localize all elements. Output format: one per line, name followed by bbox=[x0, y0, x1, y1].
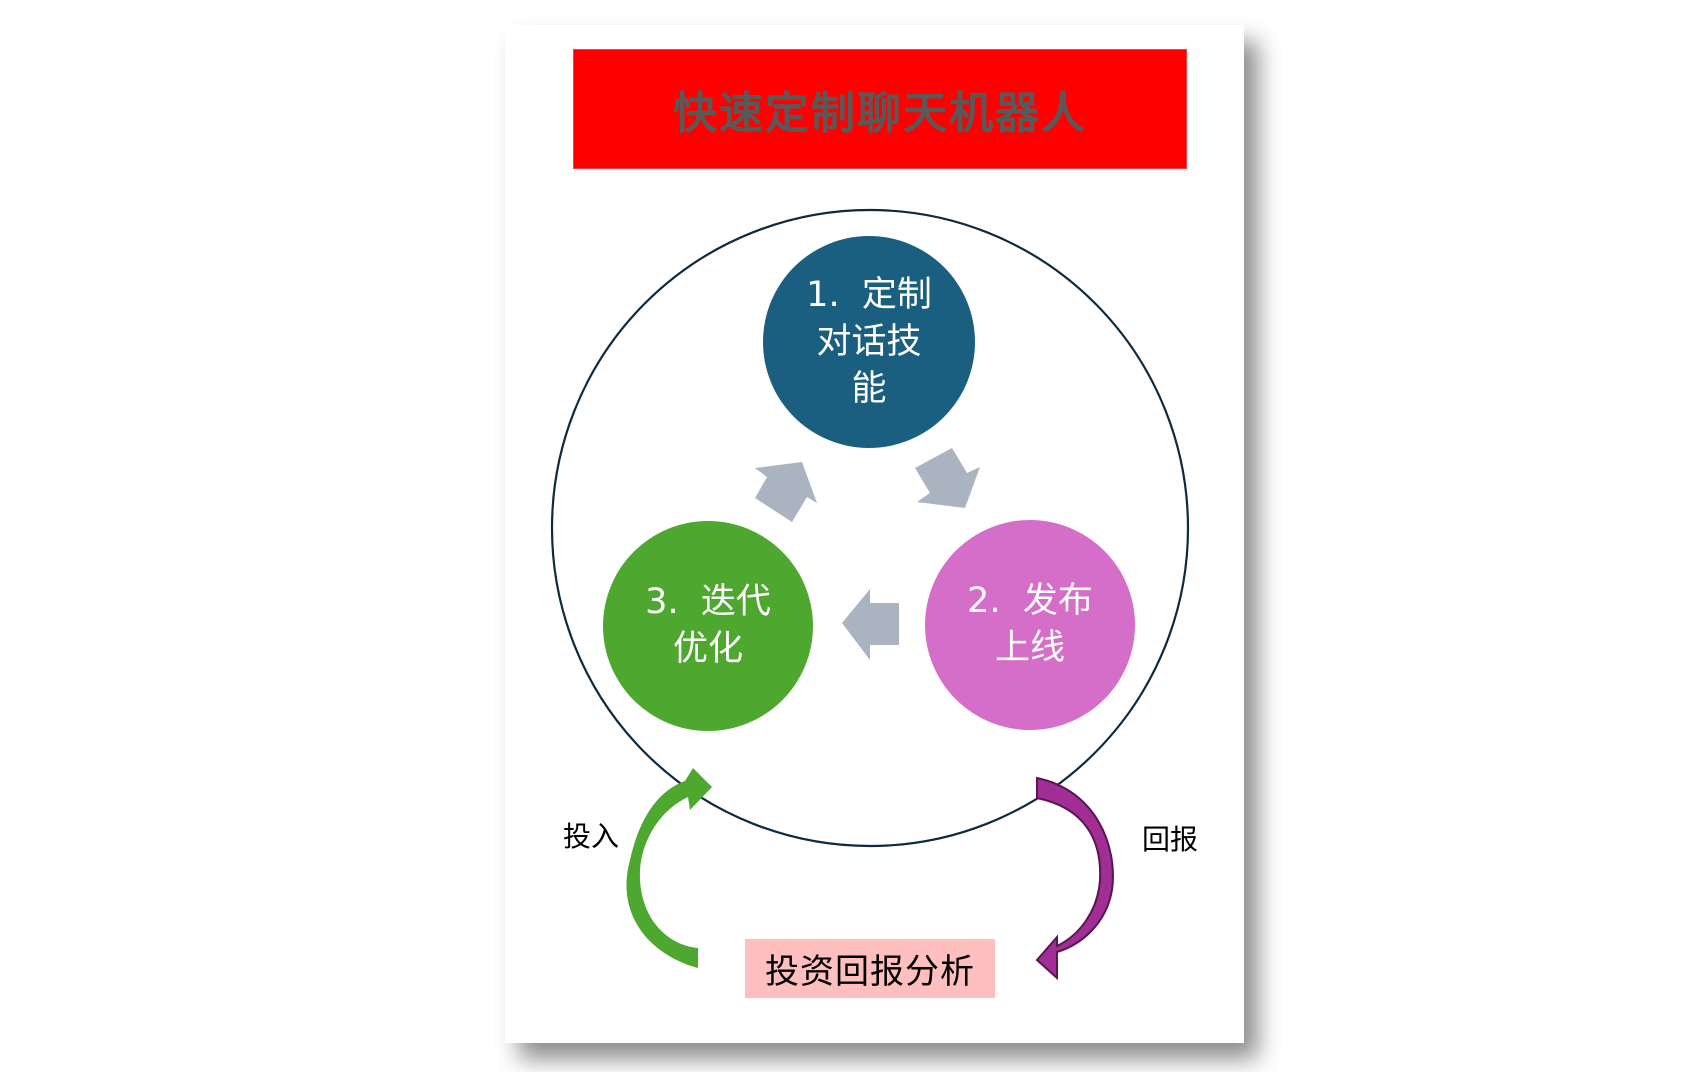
arrow-3-to-1-icon bbox=[755, 462, 817, 522]
arrow-1-to-2-icon bbox=[915, 448, 980, 508]
title-banner: 快速定制聊天机器人 bbox=[573, 49, 1187, 169]
step-2-line-1: 2. 发布 bbox=[967, 581, 1093, 621]
step-3-line-2: 优化 bbox=[672, 629, 743, 669]
arrow-2-to-3-icon bbox=[842, 589, 899, 660]
step-2-node: 2. 发布 上线 bbox=[925, 520, 1135, 730]
page-title: 快速定制聊天机器人 bbox=[673, 88, 1087, 139]
roi-analysis-box: 投资回报分析 bbox=[745, 939, 995, 998]
outer-ring bbox=[550, 208, 1190, 848]
return-arrow-icon bbox=[1035, 776, 1114, 981]
step-1-line-3: 能 bbox=[851, 368, 887, 409]
step-1-line-2: 对话技 bbox=[816, 321, 922, 362]
return-label: 回报 bbox=[1142, 823, 1199, 856]
invest-arrow-icon bbox=[626, 768, 712, 968]
step-2-line-2: 上线 bbox=[994, 628, 1065, 668]
step-3-line-1: 3. 迭代 bbox=[645, 582, 771, 622]
roi-analysis-label: 投资回报分析 bbox=[765, 952, 975, 992]
step-3-node: 3. 迭代 优化 bbox=[603, 521, 813, 731]
invest-label: 投入 bbox=[563, 820, 620, 853]
step-1-node: 1. 定制 对话技 能 bbox=[763, 236, 975, 448]
step-1-line-1: 1. 定制 bbox=[806, 274, 932, 315]
